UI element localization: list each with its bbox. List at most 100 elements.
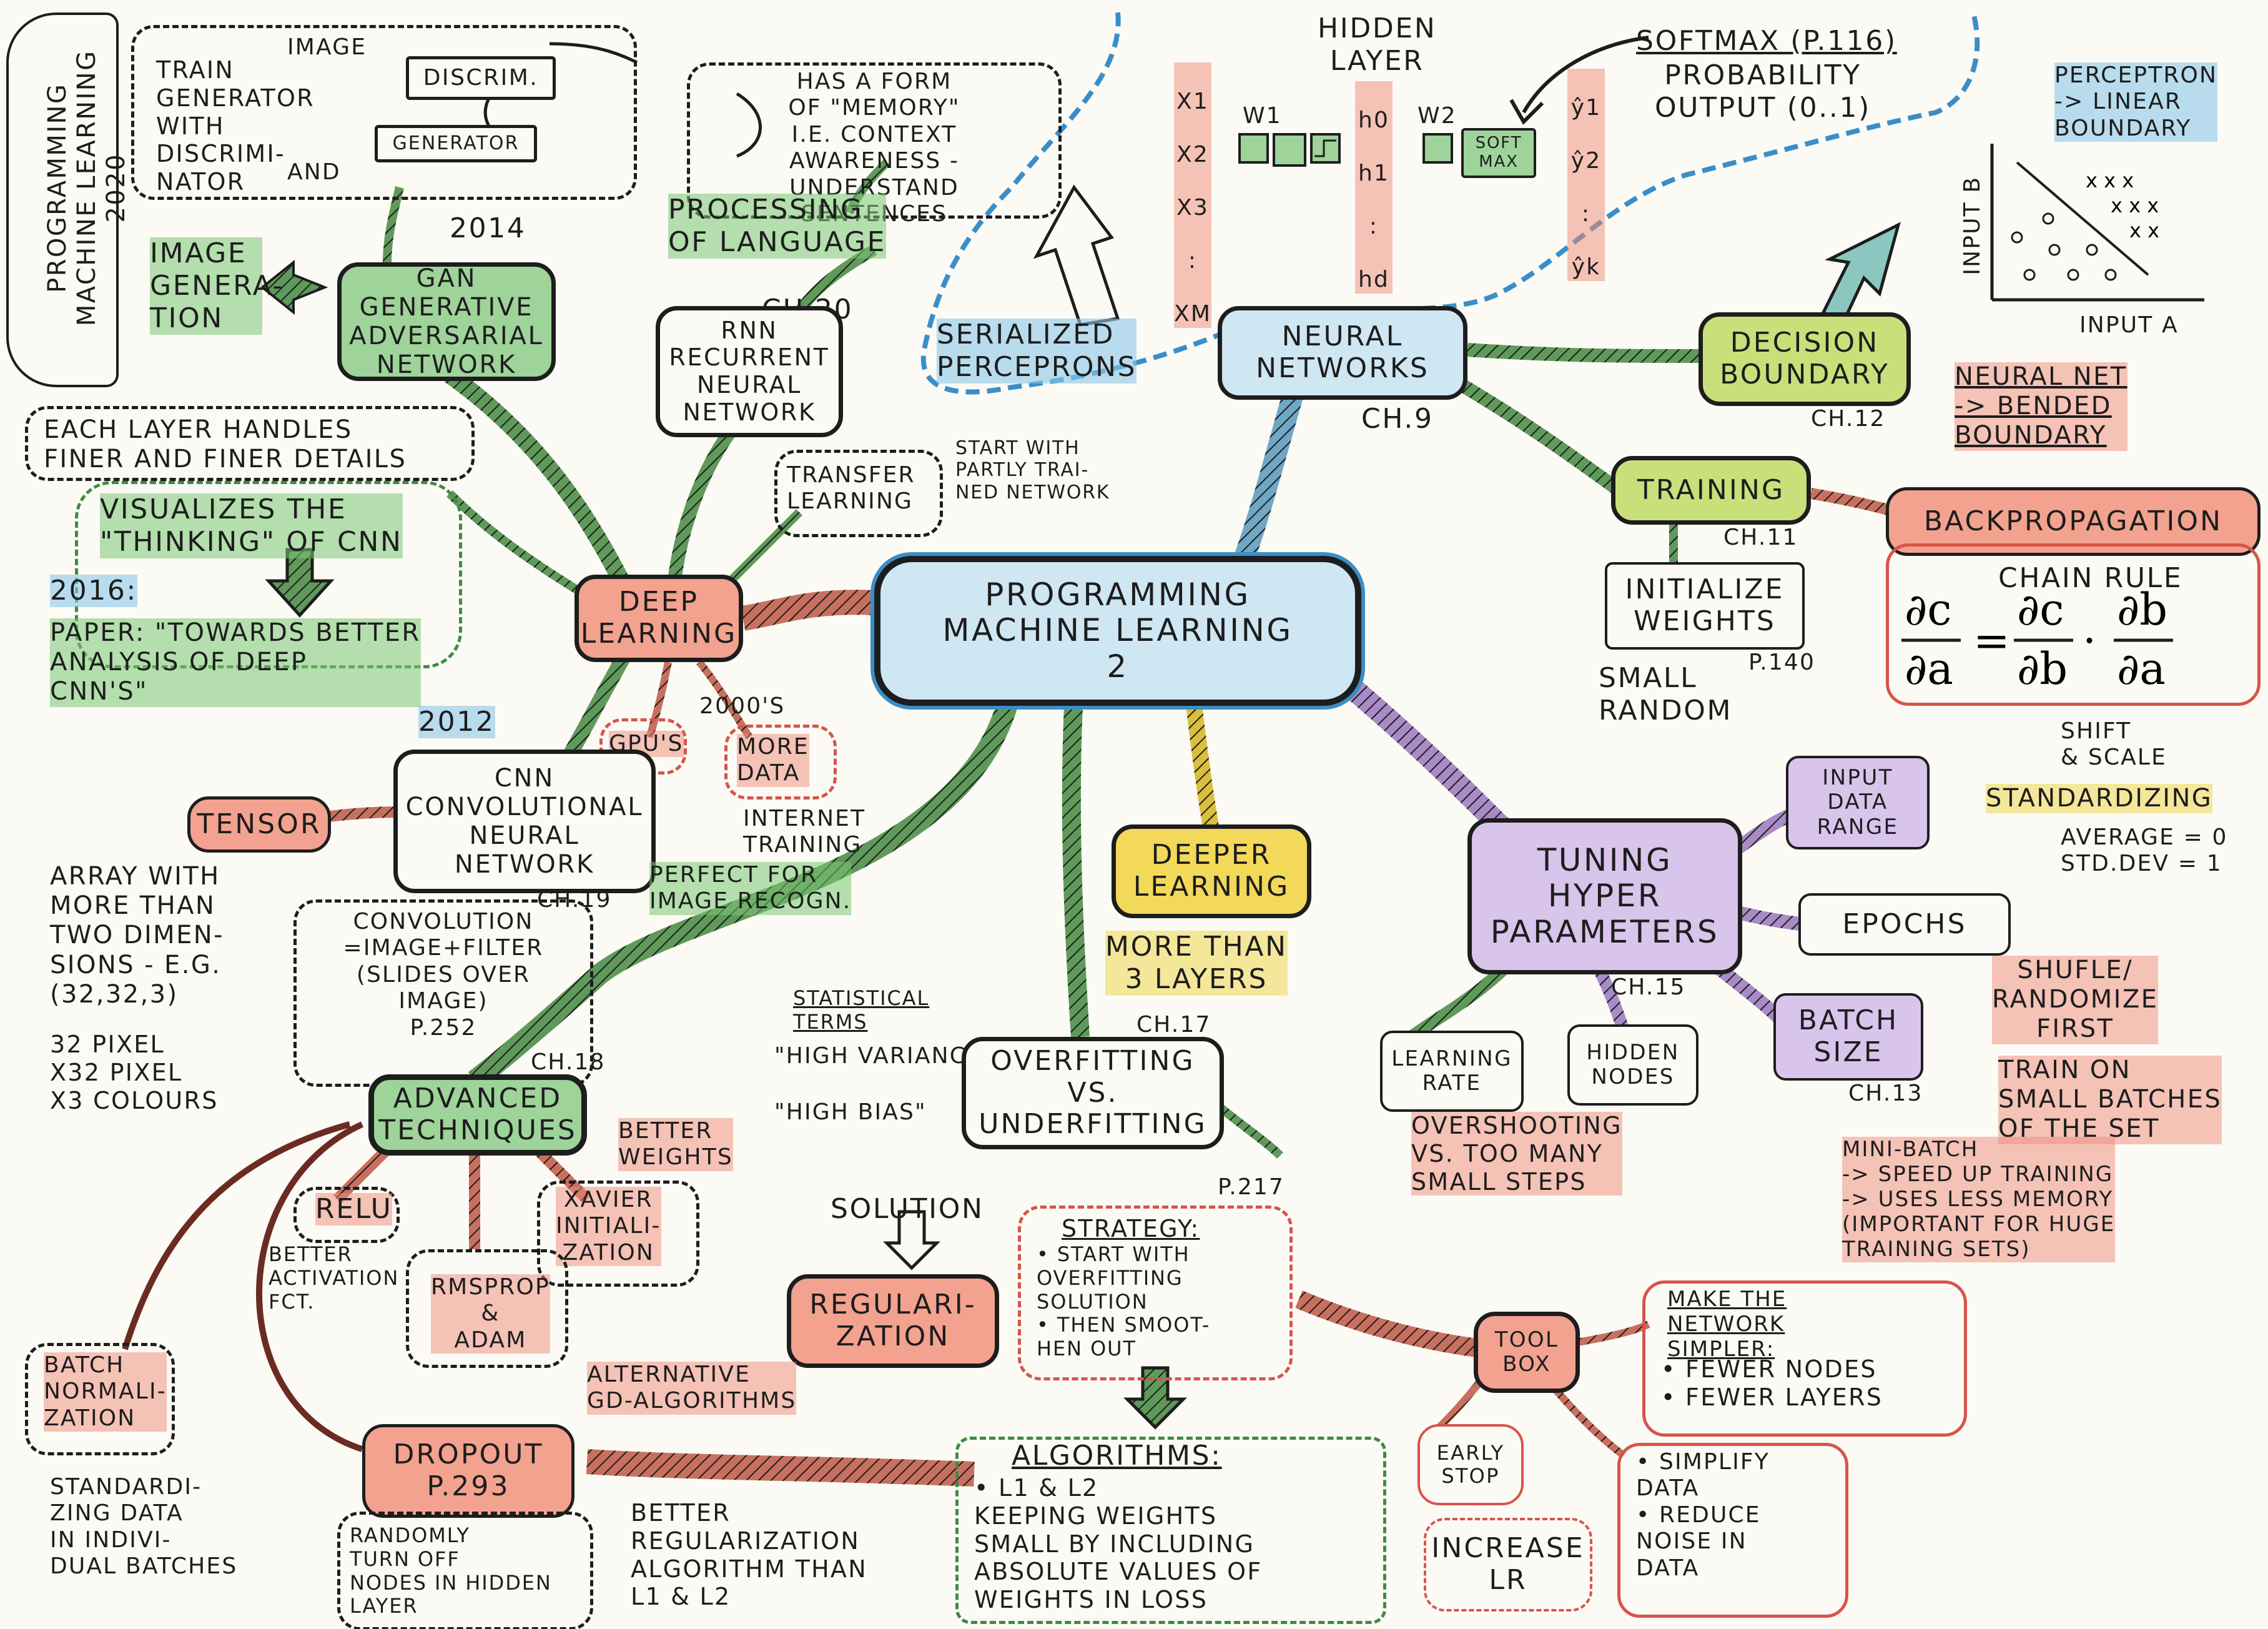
hidden-ellipsis: :	[1369, 214, 1379, 240]
make-simpler-frame	[1642, 1280, 1967, 1437]
hidden-h0: h0	[1358, 107, 1390, 134]
softmax-title: SOFTMAX (P.116)	[1636, 25, 1897, 57]
toolbox-node: TOOL BOX	[1474, 1312, 1580, 1393]
softmax-box: SOFT MAX	[1461, 128, 1536, 178]
gan-image-label: IMAGE	[287, 34, 367, 60]
arrow-curved-softmax-head	[1509, 99, 1544, 125]
algorithms-text: • L1 & L2 KEEPING WEIGHTS SMALL BY INCLU…	[974, 1474, 1263, 1614]
branch-tuning	[1329, 666, 1513, 839]
output-ellipsis: :	[1581, 201, 1591, 227]
generator-box: GENERATOR	[375, 125, 537, 162]
layers-note-frame	[25, 406, 475, 481]
transfer-learning: TRANSFER LEARNING	[787, 462, 915, 515]
increase-lr-node: INCREASE LR	[1424, 1518, 1592, 1612]
input-range-node: INPUT DATA RANGE	[1786, 756, 1930, 849]
convolution-note: CONVOLUTION =IMAGE+FILTER (SLIDES OVER I…	[343, 909, 544, 1041]
chain-rule-label: CHAIN RULE	[1998, 562, 2183, 594]
output-y1: ŷ1	[1570, 95, 1602, 121]
branch-dropout-curve	[256, 1121, 364, 1452]
input-ellipsis: :	[1188, 248, 1198, 274]
branch-batchnorm-curve	[122, 1121, 351, 1350]
simplify-data-frame	[1617, 1443, 1848, 1618]
small-random: SMALL RANDOM	[1599, 662, 1733, 726]
softmax-note: PROBABILITY OUTPUT (0..1)	[1655, 59, 1871, 124]
perceptron-note: PERCEPTRON -> LINEAR BOUNDARY	[2054, 62, 2218, 142]
input-list: X1 X2 X3 : XM	[1174, 62, 1211, 328]
branch-epochs	[1734, 905, 1806, 931]
backprop-frame	[1886, 543, 2261, 706]
hidden-hd: hd	[1358, 267, 1389, 293]
shuffle: SHUFLE/ RANDOMIZE FIRST	[1992, 956, 2159, 1044]
perfect-for: PERFECT FOR IMAGE RECOGN.	[649, 862, 852, 915]
relu: RELU	[315, 1193, 393, 1225]
std-note: AVERAGE = 0 STD.DEV = 1	[2061, 824, 2228, 877]
overshooting-note: OVERSHOOTING VS. TOO MANY SMALL STEPS	[1411, 1112, 1622, 1196]
branch-deeper	[1185, 692, 1220, 833]
plot-ylabel: INPUT B	[1960, 176, 1986, 275]
tensor-note: ARRAY WITH MORE THAN TWO DIMEN- SIONS - …	[50, 862, 224, 1009]
branch-neural-networks	[1233, 372, 1309, 566]
svg-text:∂b: ∂b	[2017, 643, 2068, 695]
decision-chapter: CH.12	[1811, 406, 1886, 432]
standardizing-data: STANDARDI- ZING DATA IN INDIVI- DUAL BAT…	[50, 1474, 238, 1580]
batch-chapter: CH.13	[1848, 1081, 1923, 1106]
relu-frame	[293, 1187, 400, 1243]
branch-deep-learning	[741, 590, 875, 631]
discrim-box: DISCRIM.	[406, 56, 556, 100]
branch-decision	[1467, 343, 1699, 363]
branch-strategy	[1215, 1102, 1283, 1159]
alternative-gd: ALTERNATIVE GD-ALGORITHMS	[587, 1362, 797, 1415]
arrow-gan-top	[549, 42, 638, 64]
batch-norm-frame	[25, 1343, 175, 1455]
mini-batch: MINI-BATCH -> SPEED UP TRAINING -> USES …	[1842, 1137, 2116, 1262]
rnn-processing: PROCESSING OF LANGUAGE	[668, 194, 887, 259]
strategy-frame	[1018, 1206, 1293, 1380]
svg-text:∂b: ∂b	[2117, 584, 2167, 635]
solution-label: SOLUTION	[831, 1193, 984, 1225]
branch-toolbox-simpler	[1573, 1320, 1650, 1347]
xavier-frame	[537, 1181, 699, 1287]
input-xm: XM	[1174, 301, 1212, 327]
better-regularization: BETTER REGULARIZATION ALGORITHM THAN L1 …	[631, 1499, 867, 1611]
svg-text:x x x: x x x	[2111, 194, 2159, 217]
neural-chapter: CH.9	[1361, 403, 1434, 435]
layers-note: EACH LAYER HANDLES FINER AND FINER DETAI…	[44, 415, 407, 474]
arrow-curved-softmax	[1522, 36, 1649, 114]
hidden-layer-label: HIDDEN LAYER	[1318, 12, 1437, 77]
transfer-note: START WITH PARTLY TRAI- NED NETWORK	[955, 437, 1110, 503]
output-y2: ŷ2	[1570, 148, 1602, 174]
arrow-gan-loop	[736, 92, 762, 158]
training-chapter: CH.11	[1723, 525, 1798, 550]
initialize-weights-node: INITIALIZE WEIGHTS	[1605, 562, 1805, 650]
svg-text:∂a: ∂a	[2117, 643, 2166, 695]
training-node: TRAINING	[1611, 456, 1811, 525]
xavier: XAVIER INITIALI- ZATION	[556, 1187, 661, 1267]
paper-note: PAPER: "TOWARDS BETTER ANALYSIS OF DEEP …	[50, 618, 421, 707]
gan-year: 2014	[450, 212, 526, 244]
arrow-image-generation	[260, 259, 328, 315]
epochs-node: EPOCHS	[1798, 893, 2011, 956]
strategy-title: STRATEGY:	[1062, 1215, 1200, 1242]
advanced-node: ADVANCED TECHNIQUES	[368, 1074, 587, 1156]
make-simpler-items: • FEWER NODES • FEWER LAYERS	[1661, 1355, 1883, 1411]
hidden-nodes-node: HIDDEN NODES	[1567, 1024, 1699, 1106]
deeper-note: MORE THAN 3 LAYERS	[1105, 931, 1288, 996]
init-page: P.140	[1748, 650, 1816, 675]
image-generation: IMAGE GENERA- TION	[150, 237, 284, 335]
tuning-chapter: CH.15	[1611, 974, 1686, 1000]
arrow-algorithms	[1123, 1366, 1188, 1430]
rmsprop-frame	[406, 1249, 568, 1368]
visualizes-note: VISUALIZES THE "THINKING" OF CNN	[100, 493, 403, 558]
transfer-frame	[774, 450, 943, 537]
strategy-page: P.217	[1218, 1174, 1285, 1200]
overfitting-chapter: CH.17	[1136, 1012, 1211, 1037]
svg-text:x x: x x	[2129, 219, 2159, 242]
side-title-frame	[6, 12, 119, 387]
learning-rate-node: LEARNING RATE	[1380, 1031, 1524, 1112]
svg-text:·: ·	[2083, 615, 2096, 666]
more-data: MORE DATA	[737, 734, 809, 787]
year-2016: 2016:	[50, 575, 138, 607]
svg-text:∂c: ∂c	[2017, 584, 2064, 635]
gan-note-frame	[131, 25, 637, 200]
